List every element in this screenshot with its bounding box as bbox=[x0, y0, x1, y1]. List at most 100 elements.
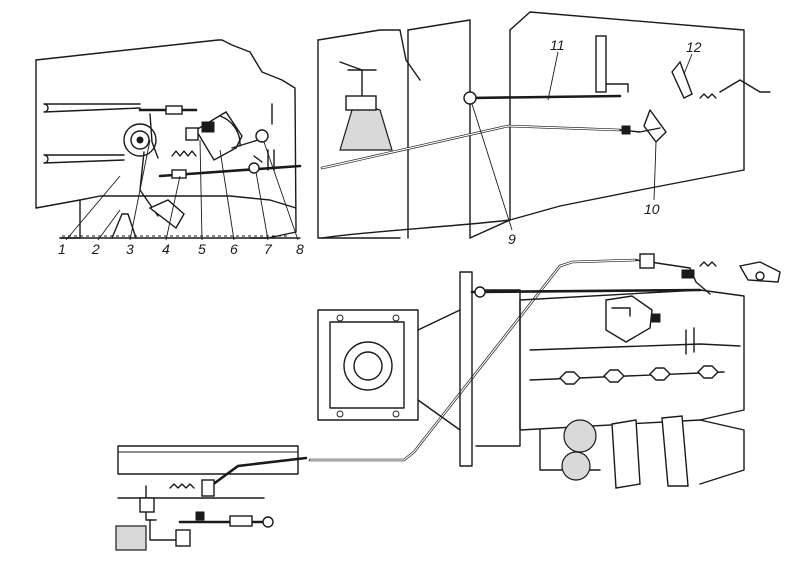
floor-curve bbox=[321, 219, 511, 239]
shifter-lever bbox=[339, 61, 363, 97]
leader-3 bbox=[129, 139, 151, 241]
leader-6 bbox=[219, 149, 235, 241]
lever-pivot bbox=[253, 155, 263, 163]
long-control-tube-core bbox=[309, 259, 637, 461]
callout-5: 5 bbox=[198, 241, 206, 257]
floor-line bbox=[35, 195, 297, 209]
engine-rod-eye bbox=[474, 286, 486, 298]
rod-coupling-lower bbox=[171, 169, 187, 179]
chassis-control-tube bbox=[206, 456, 308, 490]
engine-rod bbox=[470, 288, 702, 294]
callout-12: 12 bbox=[686, 39, 702, 55]
view-cab-pedals: 1 2 3 4 5 6 7 8 bbox=[35, 39, 304, 257]
leader-9 bbox=[471, 103, 513, 231]
bracket-5 bbox=[185, 127, 199, 141]
engine-mount-rear bbox=[661, 415, 689, 487]
engine-mount bbox=[611, 419, 641, 489]
callout-8: 8 bbox=[296, 241, 304, 257]
engine-nut bbox=[603, 369, 625, 383]
callout-7: 7 bbox=[264, 241, 273, 257]
engine-slot bbox=[685, 327, 695, 355]
shifter-base bbox=[345, 95, 377, 111]
engine-pulley-upper bbox=[563, 419, 597, 453]
leader-12 bbox=[683, 53, 693, 75]
spring-4 bbox=[171, 150, 197, 157]
engine-rear-edge bbox=[699, 419, 745, 485]
frame-bolt bbox=[336, 410, 344, 418]
floor-notch bbox=[111, 213, 137, 239]
chassis-clamp bbox=[139, 497, 155, 513]
lever-10 bbox=[643, 109, 667, 143]
tube-end-clamp bbox=[621, 125, 631, 135]
engine-rib bbox=[529, 343, 741, 351]
cab-rear-outline-top bbox=[317, 29, 421, 81]
view-chassis bbox=[115, 445, 308, 551]
engine-pulley-lower bbox=[561, 451, 591, 481]
sector-arc bbox=[219, 115, 241, 147]
control-sector bbox=[195, 111, 243, 161]
chassis-bracket-right bbox=[201, 479, 215, 497]
leader-1 bbox=[65, 175, 121, 241]
pedal-12 bbox=[671, 60, 693, 99]
cab-wall-outline bbox=[35, 39, 297, 239]
pedal-bracket-center bbox=[136, 136, 144, 144]
callout-4: 4 bbox=[162, 241, 170, 257]
engine-rib-lower bbox=[529, 371, 725, 381]
view-engine bbox=[308, 253, 781, 489]
leader-10 bbox=[653, 141, 657, 201]
floor-join bbox=[469, 219, 511, 239]
governor-clamp bbox=[651, 313, 661, 323]
rod-coupling-upper bbox=[165, 105, 183, 115]
control-tube-core bbox=[321, 125, 621, 169]
lever-pivot-ring bbox=[248, 162, 260, 174]
frame-bolt bbox=[392, 410, 400, 418]
governor-housing bbox=[605, 295, 653, 343]
chassis-nut bbox=[195, 511, 205, 521]
bracket-vertical bbox=[595, 35, 607, 93]
linkage-12 bbox=[719, 79, 771, 93]
rib-upper bbox=[43, 103, 141, 113]
chassis-turnbuckle bbox=[229, 515, 253, 527]
chassis-valve bbox=[175, 529, 191, 547]
cab-rear-panel bbox=[407, 19, 471, 239]
callout-9: 9 bbox=[508, 231, 516, 247]
chassis-link bbox=[149, 519, 177, 541]
callout-2: 2 bbox=[91, 241, 100, 257]
frame-bolt bbox=[336, 314, 344, 322]
chassis-box bbox=[115, 525, 147, 551]
bracket-foot bbox=[605, 83, 629, 93]
callout-6: 6 bbox=[230, 241, 238, 257]
throttle-pivot bbox=[755, 271, 765, 281]
grommet-9 bbox=[463, 91, 477, 105]
engine-nut bbox=[697, 365, 719, 379]
leader-7 bbox=[255, 171, 269, 241]
callout-10: 10 bbox=[644, 201, 660, 217]
position-marks bbox=[267, 103, 275, 171]
floor-step bbox=[59, 199, 81, 239]
spring-12 bbox=[699, 93, 717, 99]
rib-lower bbox=[43, 154, 125, 164]
frame-bolt bbox=[392, 314, 400, 322]
throttle-spring bbox=[699, 261, 717, 267]
frame-taper bbox=[417, 309, 461, 431]
hand-lever-knob bbox=[255, 129, 269, 143]
pedal-pad bbox=[148, 199, 185, 230]
leader-2 bbox=[97, 209, 121, 241]
housing-plate bbox=[459, 271, 473, 467]
frame-box-inner bbox=[329, 321, 405, 409]
frame-box bbox=[317, 309, 419, 421]
chassis-beam bbox=[117, 445, 299, 475]
callout-3: 3 bbox=[126, 241, 134, 257]
throttle-block bbox=[639, 253, 655, 269]
view-cab-rear: 9 10 11 12 bbox=[317, 11, 771, 247]
chassis-spring bbox=[169, 483, 195, 489]
engine-nut bbox=[649, 367, 671, 381]
shifter-boot bbox=[339, 105, 393, 151]
engine-nut bbox=[559, 371, 581, 385]
engine-hood-outline bbox=[509, 11, 745, 171]
engine-hood-lower bbox=[509, 29, 745, 221]
leader-11 bbox=[547, 51, 559, 101]
lever-3 bbox=[149, 113, 159, 159]
chassis-rod-end bbox=[262, 516, 274, 528]
